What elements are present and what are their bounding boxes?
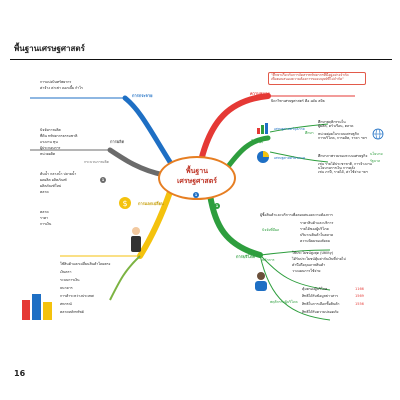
businessman-icon [131, 227, 141, 252]
buildings-icon [22, 294, 52, 320]
consumption-sub3: พฤติกรรมผู้บริโภค [270, 300, 298, 304]
exchange-step-7: ตลาดหลักทรัพย์ [60, 310, 84, 314]
production-sub1: กระบวนการผลิต [84, 160, 109, 164]
types-study: ศึกษา [305, 131, 314, 135]
exchange-step-2: เงินตรา [60, 270, 72, 274]
bar-chart-icon [257, 123, 268, 134]
branch-consumption-sub1 [259, 249, 331, 256]
exchange-step-6: สหกรณ์ [60, 302, 72, 306]
types-micro-1: ศึกษาพฤติกรรมใน [318, 120, 346, 124]
consumption-behavior-1: คุ้มครองผู้บริโภค [302, 287, 328, 291]
center-line1: พื้นฐาน [186, 167, 208, 175]
distribution-label: การกระจาย [132, 93, 153, 98]
exchange-label: การแลกเปลี่ยน [138, 201, 164, 206]
svg-text:$: $ [122, 199, 127, 208]
production-badge: 1 [100, 177, 106, 183]
types-extra-2: รัฐบาล [370, 159, 381, 163]
types-label: 2 ภาค [251, 139, 263, 144]
branch-meaning [197, 93, 271, 168]
branch-consumption-sub3 [259, 254, 331, 321]
branch-types-sub2 [269, 151, 329, 163]
consumption-principle-1: ใช้ประโยชน์สูงสุด (Utility) [292, 251, 334, 255]
consumption-principle-3: คำนึงถึงคุณภาพสินค้า [292, 263, 326, 267]
types-macro-2: เช่น รายได้ประชาชาติ, การจ้างงาน [318, 162, 372, 166]
production-line-1: ที่ดิน ทรัพยากรธรรมชาติ [40, 134, 78, 138]
types-micro-3: หน่วยย่อยในระบบเศรษฐกิจ [318, 132, 359, 136]
branch-distribution [122, 95, 173, 165]
page-number: 16 [14, 369, 26, 378]
types-macro-1: ศึกษาภาพรวมของระบบเศรษฐกิจ [318, 154, 368, 158]
header-rule [10, 59, 392, 60]
production-chain-2: ผลผลิต ผลิตภัณฑ์ [40, 178, 67, 182]
header-title: พื้นฐานเศรษฐศาสตร์ [14, 44, 85, 53]
meaning-text-2: เพื่อตอบสนองความต้องการของมนุษย์ที่ไม่จำ… [271, 77, 344, 81]
center-line2: เศรษฐศาสตร์ [176, 177, 218, 185]
branch-production [107, 147, 167, 178]
branch-consumption-sub2 [259, 254, 331, 291]
meaning-box [268, 72, 366, 85]
consumption-factor-4: ความนิยมของสังคม [300, 239, 331, 243]
exchange-line-1: ตลาด [40, 210, 49, 214]
center-badge: 1 [193, 192, 199, 198]
hotline-1: 1166 [355, 287, 364, 291]
exchange-step-3: ระบบการเงิน [60, 278, 80, 282]
production-chain-1: ต้นน้ำ กลางน้ำ ปลายน้ำ [40, 172, 77, 176]
production-chain-3: ผลิตภัณฑ์ใหม่ [40, 184, 62, 188]
branch-exchange-steps [109, 255, 141, 301]
branch-exchange [137, 189, 173, 259]
production-line-3: ผู้ประกอบการ [40, 146, 61, 150]
consumption-sub2: หลักการ [262, 258, 275, 262]
center-topic: พื้นฐาน เศรษฐศาสตร์ 1 [158, 156, 236, 200]
consumption-principle-2: ได้รับประโยชน์คุ้มค่ากับเงินที่จ่ายไป [292, 257, 346, 261]
consumption-label: การบริโภค [236, 254, 255, 259]
production-intro: ปัจจัยการผลิต [40, 128, 61, 132]
consumption-factor-1: ราคาสินค้าและบริการ [300, 221, 334, 225]
consumption-badge: 1 [214, 203, 220, 209]
exchange-line-3: การเงิน [40, 222, 52, 226]
exchange-step-1: ใช้สินค้าแลกเปลี่ยนสินค้าโดยตรง [60, 262, 111, 266]
hotline-2: 1569 [355, 294, 364, 298]
meaning-text-1: "ศึกษาเกี่ยวกับการจัดสรรทรัพยากรที่มีอยู… [271, 73, 349, 77]
distribution-line-1: การแบ่งปันทรัพยากร [40, 80, 72, 84]
exchange-step-4: ธนาคาร [60, 286, 73, 290]
production-label: การผลิต [110, 139, 125, 144]
types-micro-2: ผู้ผลิต, ครัวเรือน, ตลาด [318, 124, 354, 128]
customer-service-icon [255, 272, 267, 291]
consumption-intro: ผู้ซื้อสินค้าและบริการเพื่อตอบสนองความต้… [260, 213, 333, 217]
consumption-behavior-3: สิทธิในการเลือกซื้อสินค้า [302, 302, 340, 306]
production-line-4: หน่วยผลิต [40, 152, 56, 156]
consumption-factor-2: รายได้ของผู้บริโภค [300, 227, 329, 231]
production-chain-4: ตลาด [40, 190, 49, 194]
consumption-principle-4: วางแผนการใช้จ่าย [292, 269, 321, 273]
consumption-factor-3: ปริมาณสินค้าในตลาด [300, 233, 334, 237]
types-macro-3: นโยบายการเงิน การคลัง [318, 166, 356, 170]
meaning-label: ความหมาย [250, 91, 270, 96]
globe-icon [372, 128, 384, 140]
meaning-father: บิดาวิชาเศรษฐศาสตร์ คือ อดัม สมิธ [271, 99, 325, 103]
types-macro: เศรษฐศาสตร์มหภาค [274, 156, 306, 160]
hotline-3: 1556 [355, 302, 364, 306]
consumption-behavior-4: สิทธิได้รับความปลอดภัย [302, 310, 339, 314]
types-micro-4: การบริโภค, การผลิต, ราคา ฯลฯ [318, 136, 367, 140]
types-macro-4: เช่น ภาษี, รายได้, ค่าใช้จ่าย ฯลฯ [318, 170, 368, 174]
consumption-behavior-2: สิทธิได้รับข้อมูลข่าวสาร [302, 294, 338, 298]
branch-consumption [207, 192, 263, 258]
types-extra-1: นโยบาย [370, 152, 383, 156]
money-icon: $ [119, 197, 131, 209]
consumption-sub1: ปัจจัยที่มีผล [262, 228, 280, 232]
pie-chart-icon [257, 151, 269, 163]
exchange-step-5: การค้าระหว่างประเทศ [60, 294, 94, 298]
distribution-line-2: ค่าจ้าง ค่าเช่า ดอกเบี้ย กำไร [40, 86, 83, 90]
branch-types-sub1 [269, 123, 329, 133]
exchange-line-2: ราคา [40, 216, 49, 220]
production-line-2: แรงงาน ทุน [40, 140, 58, 144]
types-micro: เศรษฐศาสตร์จุลภาค [274, 127, 305, 131]
